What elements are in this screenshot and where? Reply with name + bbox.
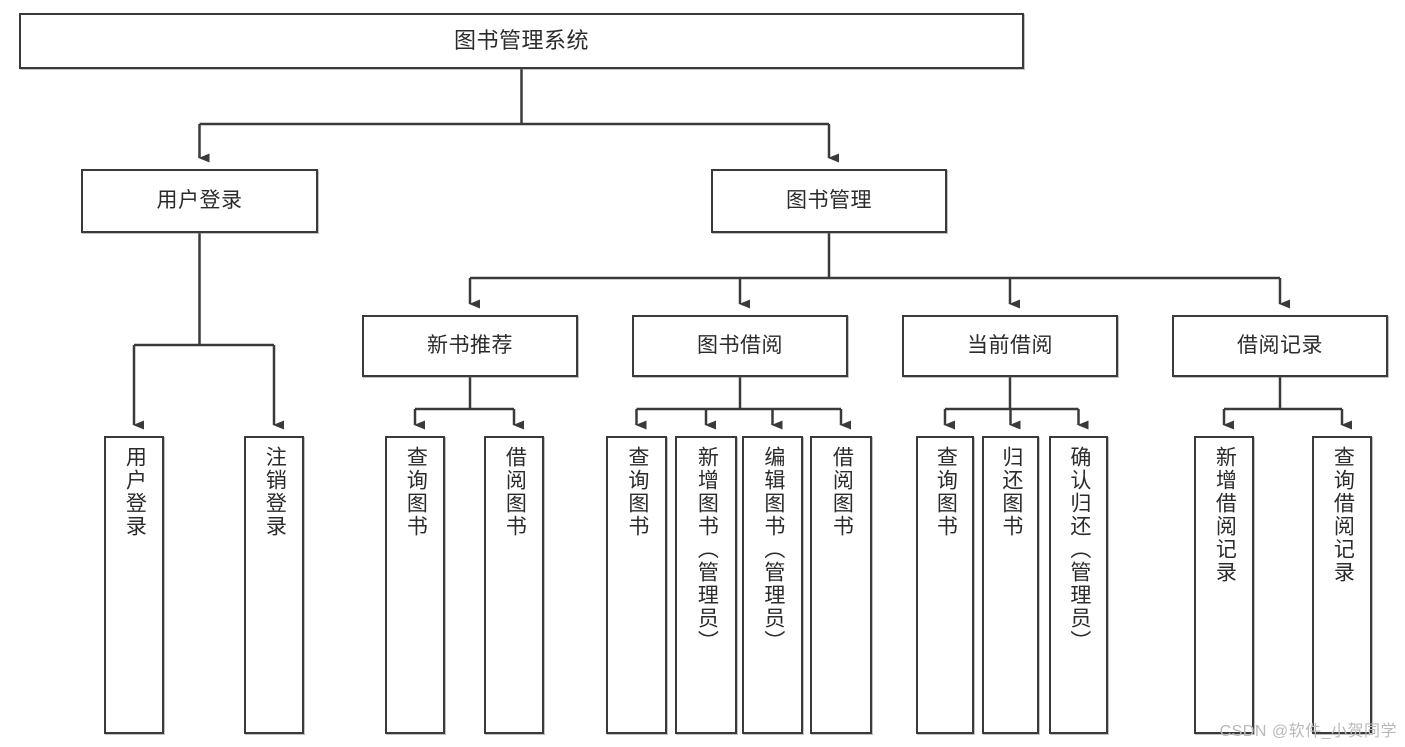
node-leaf-borrow-4[interactable]: 借阅图书	[810, 436, 872, 734]
node-leaf-rec-2[interactable]: 查询借阅记录	[1312, 436, 1372, 734]
node-label: 查询图书	[404, 446, 428, 538]
node-label: 归还图书	[999, 446, 1023, 538]
node-label: 新书推荐	[427, 333, 513, 357]
node-label: 注销登录	[263, 446, 287, 538]
node-borrow[interactable]: 图书借阅	[632, 315, 848, 377]
node-leaf-borrow-3[interactable]: 编辑图书（管理员）	[742, 436, 803, 734]
node-label: 图书管理系统	[453, 28, 589, 54]
node-leaf-new-1[interactable]: 查询图书	[385, 436, 445, 734]
node-label: 确认归还（管理员）	[1067, 446, 1091, 653]
node-label: 新增借阅记录	[1213, 446, 1237, 584]
node-leaf-borrow-1[interactable]: 查询图书	[606, 436, 667, 734]
node-label: 查询图书	[934, 446, 958, 538]
node-leaf-borrow-2[interactable]: 新增图书（管理员）	[675, 436, 737, 734]
node-label: 编辑图书（管理员）	[761, 446, 785, 653]
node-root[interactable]: 图书管理系统	[19, 13, 1024, 69]
node-label: 借阅记录	[1237, 333, 1323, 357]
node-leaf-login-2[interactable]: 注销登录	[244, 436, 304, 734]
node-leaf-login-1[interactable]: 用户登录	[104, 436, 164, 734]
node-label: 新增图书（管理员）	[695, 446, 719, 653]
node-label: 查询借阅记录	[1331, 446, 1355, 584]
node-label: 当前借阅	[967, 333, 1053, 357]
node-label: 用户登录	[156, 188, 243, 212]
node-label: 借阅图书	[503, 446, 527, 538]
node-records[interactable]: 借阅记录	[1172, 315, 1388, 377]
node-leaf-cur-1[interactable]: 查询图书	[916, 436, 974, 734]
node-bookmgmt[interactable]: 图书管理	[711, 169, 947, 233]
node-current[interactable]: 当前借阅	[902, 315, 1118, 377]
node-leaf-cur-2[interactable]: 归还图书	[982, 436, 1039, 734]
node-label: 查询图书	[625, 446, 649, 538]
node-label: 图书借阅	[697, 333, 783, 357]
node-leaf-rec-1[interactable]: 新增借阅记录	[1194, 436, 1254, 734]
watermark: CSDN @软件_小贺同学	[1219, 723, 1397, 740]
node-login[interactable]: 用户登录	[81, 169, 318, 233]
node-label: 图书管理	[786, 188, 872, 212]
node-newbook[interactable]: 新书推荐	[362, 315, 578, 377]
node-label: 借阅图书	[830, 446, 854, 538]
node-label: 用户登录	[123, 446, 147, 538]
node-leaf-new-2[interactable]: 借阅图书	[484, 436, 544, 734]
node-leaf-cur-3[interactable]: 确认归还（管理员）	[1049, 436, 1108, 734]
